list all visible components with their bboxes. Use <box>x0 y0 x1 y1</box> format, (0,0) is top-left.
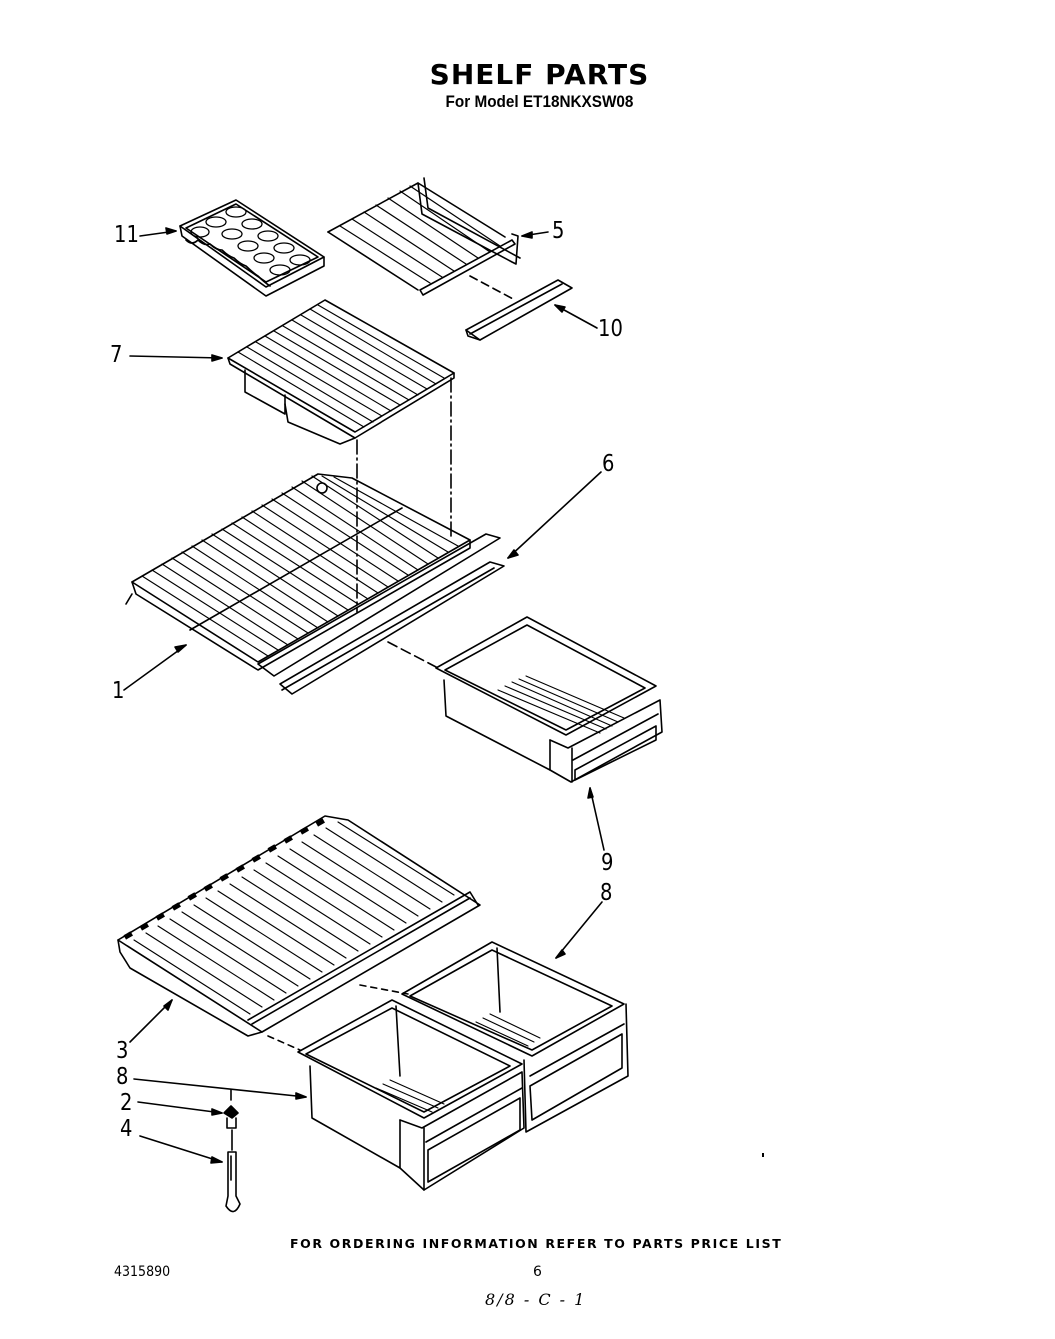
meat-pan-drawer-drawing <box>435 616 663 783</box>
callout-4: 4 <box>120 1116 133 1142</box>
callout-1: 1 <box>112 678 125 704</box>
leader-arrow-10 <box>554 304 598 329</box>
leader-arrow-1 <box>123 644 187 691</box>
leader-arrow-2 <box>137 1101 223 1116</box>
document-part-number: 4315890 <box>114 1264 171 1280</box>
leader-arrow-3 <box>129 999 173 1043</box>
leader-arrow-5 <box>521 231 549 239</box>
callout-5: 5 <box>552 218 565 244</box>
scan-speck <box>762 1153 764 1157</box>
callout-2: 2 <box>120 1090 133 1116</box>
handwritten-code: 8/8 - C - 1 <box>485 1290 587 1309</box>
ice-cube-tray-drawing <box>179 199 325 297</box>
callout-10: 10 <box>598 316 623 342</box>
callout-3: 3 <box>116 1038 129 1064</box>
leader-arrow-9 <box>587 787 605 851</box>
callout-11: 11 <box>114 222 139 248</box>
leader-arrow-11 <box>139 227 177 237</box>
leader-arrow-8-right <box>555 901 603 959</box>
shelf-support-post-drawing <box>225 1129 241 1213</box>
callout-8-right: 8 <box>600 880 613 906</box>
page-number: 6 <box>533 1264 542 1280</box>
ordering-information-note: FOR ORDERING INFORMATION REFER TO PARTS … <box>290 1236 783 1251</box>
leader-arrow-7 <box>129 354 223 362</box>
shelf-support-cap-drawing <box>223 1089 239 1129</box>
leader-arrow-4 <box>139 1135 223 1164</box>
freezer-wire-shelf-drawing <box>327 177 521 301</box>
shelf-trim-rail-upper-drawing <box>465 279 573 341</box>
meat-pan-cover-shelf-drawing <box>227 299 455 613</box>
leader-arrow-6 <box>507 471 602 559</box>
callout-6: 6 <box>602 451 615 477</box>
callout-7: 7 <box>110 342 123 368</box>
callout-9: 9 <box>601 850 614 876</box>
refrigerator-wire-shelf-drawing <box>125 473 471 671</box>
page-title: SHELF PARTS <box>429 58 650 91</box>
model-subtitle: For Model ET18NKXSW08 <box>445 92 634 111</box>
leader-arrow-8-left <box>133 1078 307 1100</box>
shelf-trim-rail-drawing <box>257 533 505 695</box>
crisper-drawer-left-drawing <box>297 999 525 1191</box>
crisper-drawer-right-drawing <box>401 941 629 1133</box>
crisper-cover-shelf-drawing <box>117 815 481 1051</box>
callout-8-left: 8 <box>116 1064 129 1090</box>
